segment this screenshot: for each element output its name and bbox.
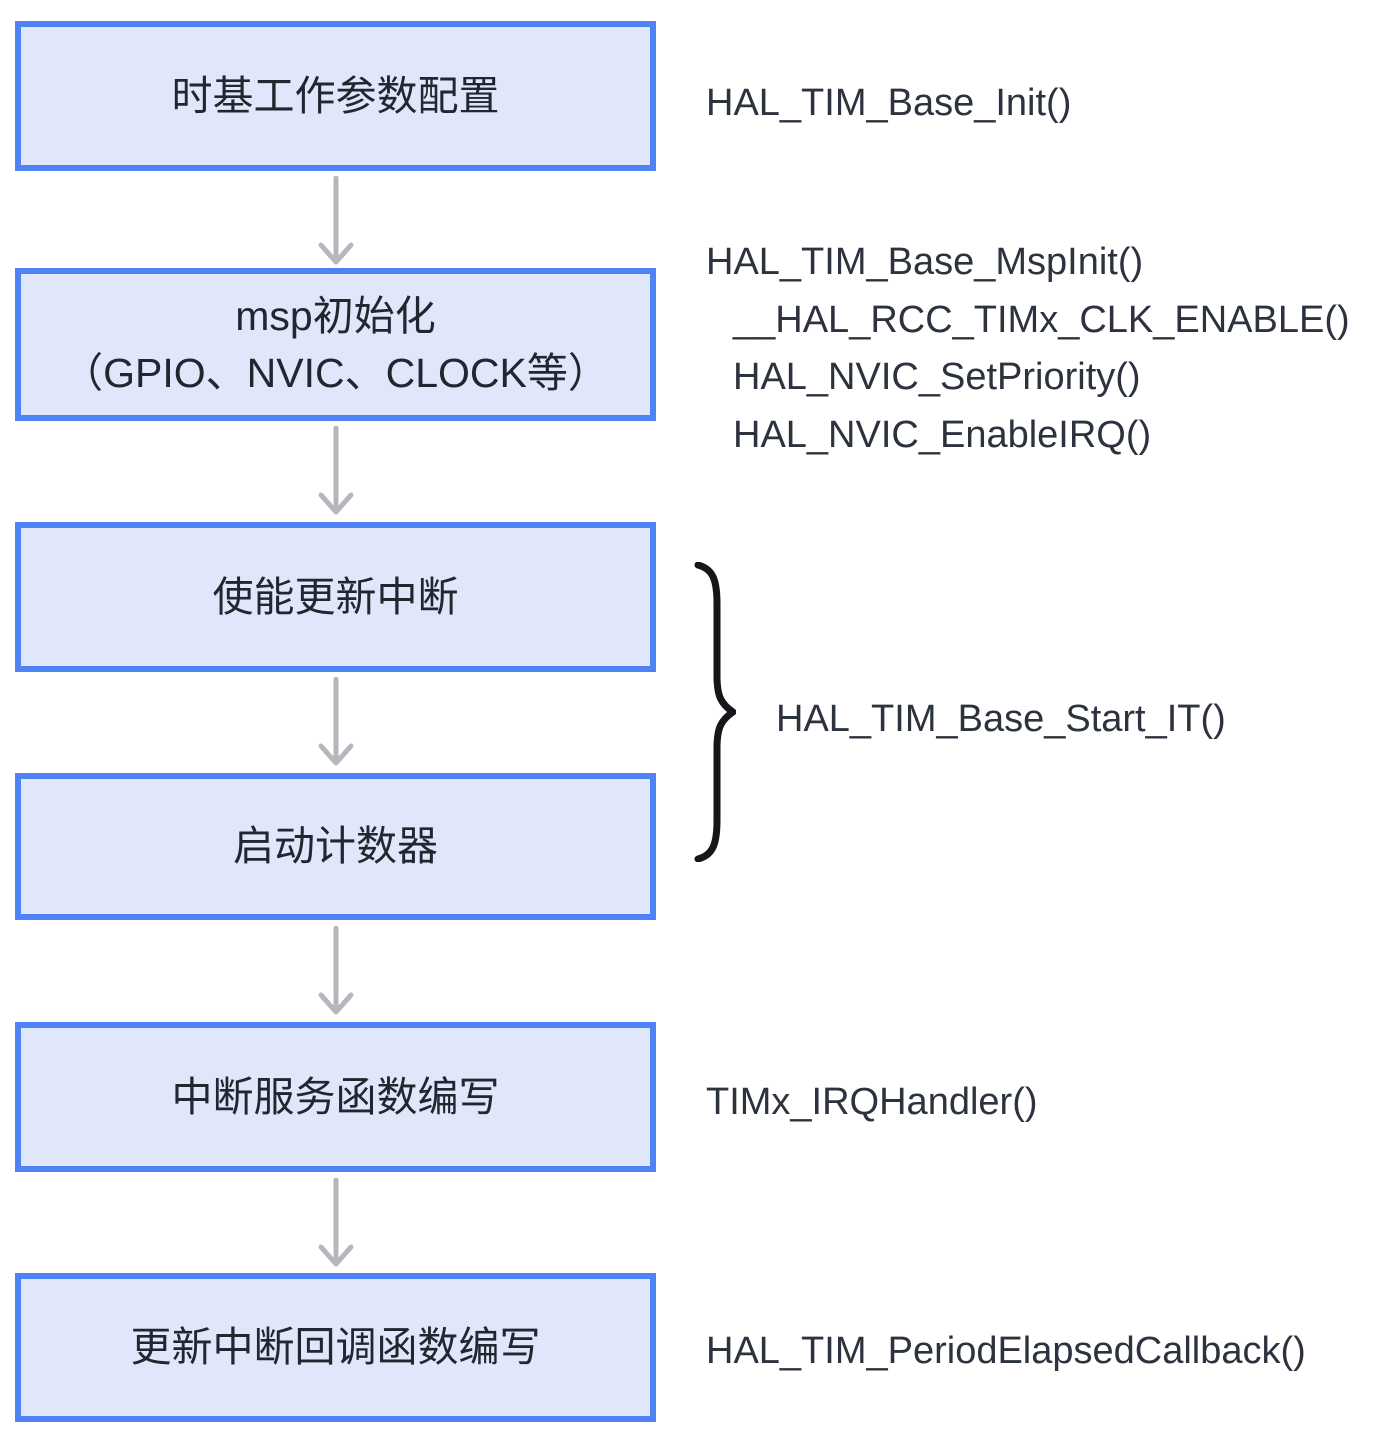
down-arrow-icon <box>318 677 354 766</box>
annotation-start-it: HAL_TIM_Base_Start_IT() <box>776 698 1226 740</box>
flow-box-label: 更新中断回调函数编写 <box>130 1324 541 1370</box>
down-arrow-icon <box>318 926 354 1015</box>
flow-box-label: 使能更新中断 <box>212 573 459 620</box>
flow-box-label: 启动计数器 <box>233 823 438 869</box>
flow-box-label: 时基工作参数配置 <box>171 72 500 119</box>
annotation-irq-handler: TIMx_IRQHandler() <box>706 1081 1038 1123</box>
flow-box-write-callback: 更新中断回调函数编写 <box>15 1273 656 1422</box>
annotation-msp-init-sub: HAL_NVIC_SetPriority() <box>733 356 1141 398</box>
flow-box-timebase-config: 时基工作参数配置 <box>15 21 656 171</box>
down-arrow-icon <box>318 176 354 265</box>
annotation-msp-init-sub: HAL_NVIC_EnableIRQ() <box>733 413 1152 456</box>
flow-box-enable-update-interrupt: 使能更新中断 <box>15 522 656 672</box>
down-arrow-icon <box>318 1178 354 1267</box>
flow-box-label: 中断服务函数编写 <box>171 1073 500 1120</box>
annotation-period-callback: HAL_TIM_PeriodElapsedCallback() <box>706 1330 1306 1372</box>
flow-box-label: msp初始化 <box>235 292 436 339</box>
flow-box-sublabel: （GPIO、NVIC、CLOCK等） <box>62 349 609 396</box>
flow-box-msp-init: msp初始化 （GPIO、NVIC、CLOCK等） <box>15 268 656 421</box>
down-arrow-icon <box>318 426 354 515</box>
annotation-base-init: HAL_TIM_Base_Init() <box>706 82 1072 124</box>
flow-box-start-counter: 启动计数器 <box>15 773 656 920</box>
annotation-msp-init-main: HAL_TIM_Base_MspInit() <box>706 241 1144 283</box>
flow-box-write-isr: 中断服务函数编写 <box>15 1022 656 1172</box>
annotation-msp-init: HAL_TIM_Base_MspInit() __HAL_RCC_TIMx_CL… <box>706 234 1350 464</box>
curly-brace-icon <box>694 562 736 862</box>
annotation-msp-init-sub: __HAL_RCC_TIMx_CLK_ENABLE() <box>733 298 1350 341</box>
